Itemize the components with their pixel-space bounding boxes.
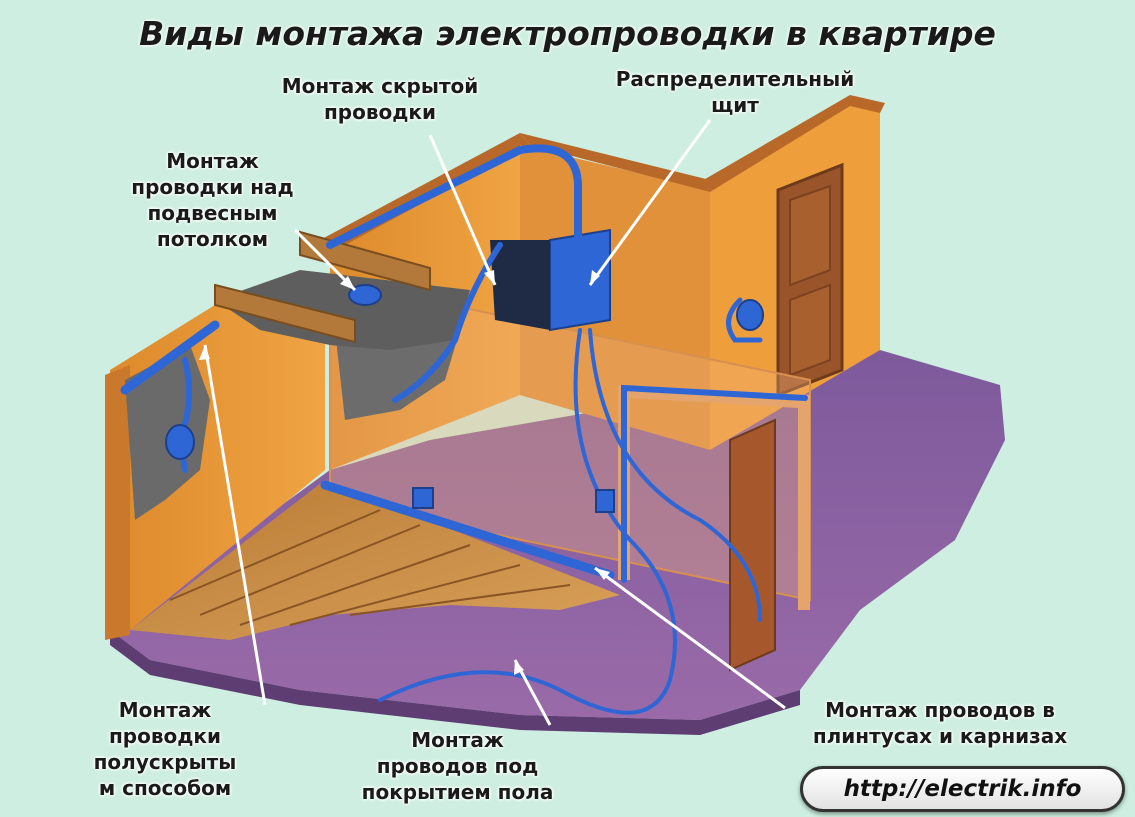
wire-ceiling (326, 144, 583, 249)
wire-hidden (392, 242, 503, 403)
wire-door-frame (621, 384, 808, 583)
junction-box-ceiling (348, 284, 382, 306)
label-under-floor: Монтаж проводов под покрытием пола (361, 728, 554, 804)
parquet-floor (130, 480, 620, 640)
label-suspended-ceiling: Монтаж проводки над подвесным потолком (131, 149, 294, 251)
label-hidden-wiring: Монтаж скрытой проводки (281, 74, 479, 124)
pointer-baseboards (594, 566, 786, 710)
distribution-board-side (490, 240, 550, 330)
arrowhead-suspended-ceiling (340, 276, 355, 290)
distribution-board (549, 228, 611, 332)
arrowhead-semi-hidden (199, 345, 210, 360)
junction-box-left-wall (165, 424, 195, 460)
ceiling-beam-1 (214, 283, 356, 344)
back-wall-right-top (520, 133, 710, 192)
interior-door (729, 418, 776, 672)
arrowhead-under-floor (514, 660, 524, 675)
wires (120, 144, 808, 715)
wire-baseboard (320, 480, 615, 580)
left-wall-face (105, 365, 130, 640)
suspended-ceiling (215, 270, 470, 350)
pointer-distribution-board (588, 119, 712, 286)
right-wall-door-panel (789, 184, 831, 377)
page-title: Виды монтажа электропроводки в квартире (139, 14, 996, 53)
label-distribution-board: Распределительный щит (615, 67, 855, 117)
wire-right-wall (726, 297, 763, 343)
floor-slab (110, 350, 1005, 720)
socket-front-wall (595, 489, 615, 513)
parquet-lines (169, 509, 571, 626)
right-wall-top (700, 95, 885, 192)
junction-box-right-wall (736, 299, 764, 331)
arrowhead-baseboards (595, 568, 610, 580)
label-semi-hidden: Монтаж проводки полускрыты м способом (93, 698, 237, 800)
pointer-semi-hidden (203, 344, 267, 706)
back-wall-right (520, 145, 710, 450)
label-baseboards: Монтаж проводов в плинтусах и карнизах (812, 698, 1068, 748)
wire-cornice-left (120, 320, 220, 395)
floor-slab-edge (110, 630, 800, 735)
door-frame (618, 385, 810, 610)
url-badge[interactable]: http://electrik.info (800, 766, 1125, 812)
arrowhead-hidden-wiring (484, 270, 495, 285)
pointer-hidden-wiring (428, 134, 497, 286)
arrowhead-distribution-board (590, 270, 600, 285)
wire-underfloor-2 (588, 328, 762, 622)
socket-back-wall (412, 487, 434, 509)
url-text[interactable]: http://electrik.info (843, 776, 1082, 802)
wire-underfloor-1 (378, 328, 677, 715)
callout-arrowheads (199, 270, 610, 675)
junction-boxes (165, 284, 764, 513)
